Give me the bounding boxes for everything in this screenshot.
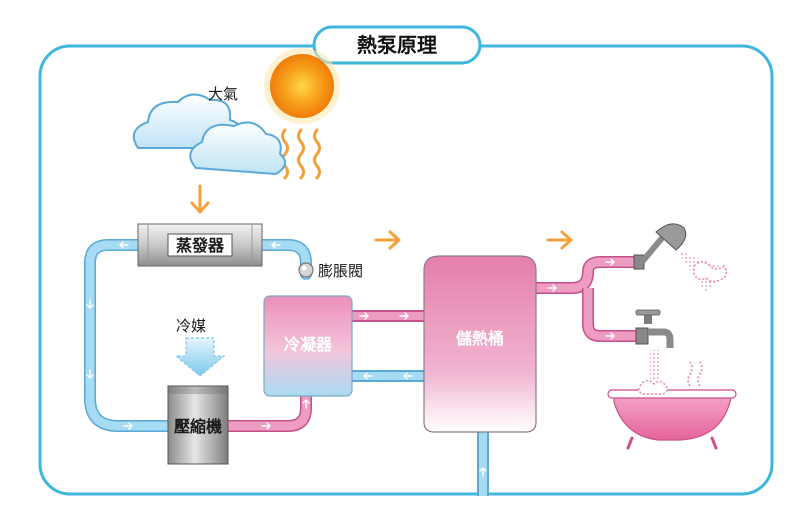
- compressor-box: 壓縮機: [167, 385, 229, 465]
- compressor-label: 壓縮機: [174, 417, 222, 436]
- cold-pipe-tank: [352, 370, 424, 382]
- storage-tank-label: 儲熱桶: [455, 329, 504, 348]
- page-title: 熱泵原理: [357, 33, 437, 57]
- sun-icon: [264, 48, 340, 124]
- arrow-right-orange: [374, 230, 573, 250]
- shower-head-icon: [633, 223, 730, 292]
- faucet-icon: [635, 309, 674, 380]
- cold-pipe-inlet: [477, 426, 489, 496]
- arrow-down-orange: [190, 184, 210, 214]
- storage-tank: 儲熱桶: [423, 255, 537, 433]
- bathtub-icon: [607, 361, 737, 450]
- air-label: 大氣: [208, 85, 238, 103]
- hot-pipe-outlet: [536, 256, 636, 342]
- title-badge: 熱泵原理: [312, 25, 482, 65]
- refrigerant-arrow-icon: [174, 337, 226, 377]
- evaporator-label: 蒸發器: [176, 236, 225, 255]
- hot-pipe-tank: [352, 310, 424, 322]
- flow-arrows: [86, 241, 615, 477]
- cloud-icon: [132, 93, 287, 176]
- condenser-box: 冷凝器: [263, 295, 353, 397]
- evaporator-box: 蒸發器: [137, 223, 263, 267]
- refrigerant-label: 冷媒: [176, 317, 206, 335]
- expansion-valve-label: 膨脹閥: [318, 262, 363, 280]
- condenser-label: 冷凝器: [284, 335, 333, 354]
- heat-waves-icon: [281, 128, 321, 180]
- valve-icon: [298, 262, 314, 278]
